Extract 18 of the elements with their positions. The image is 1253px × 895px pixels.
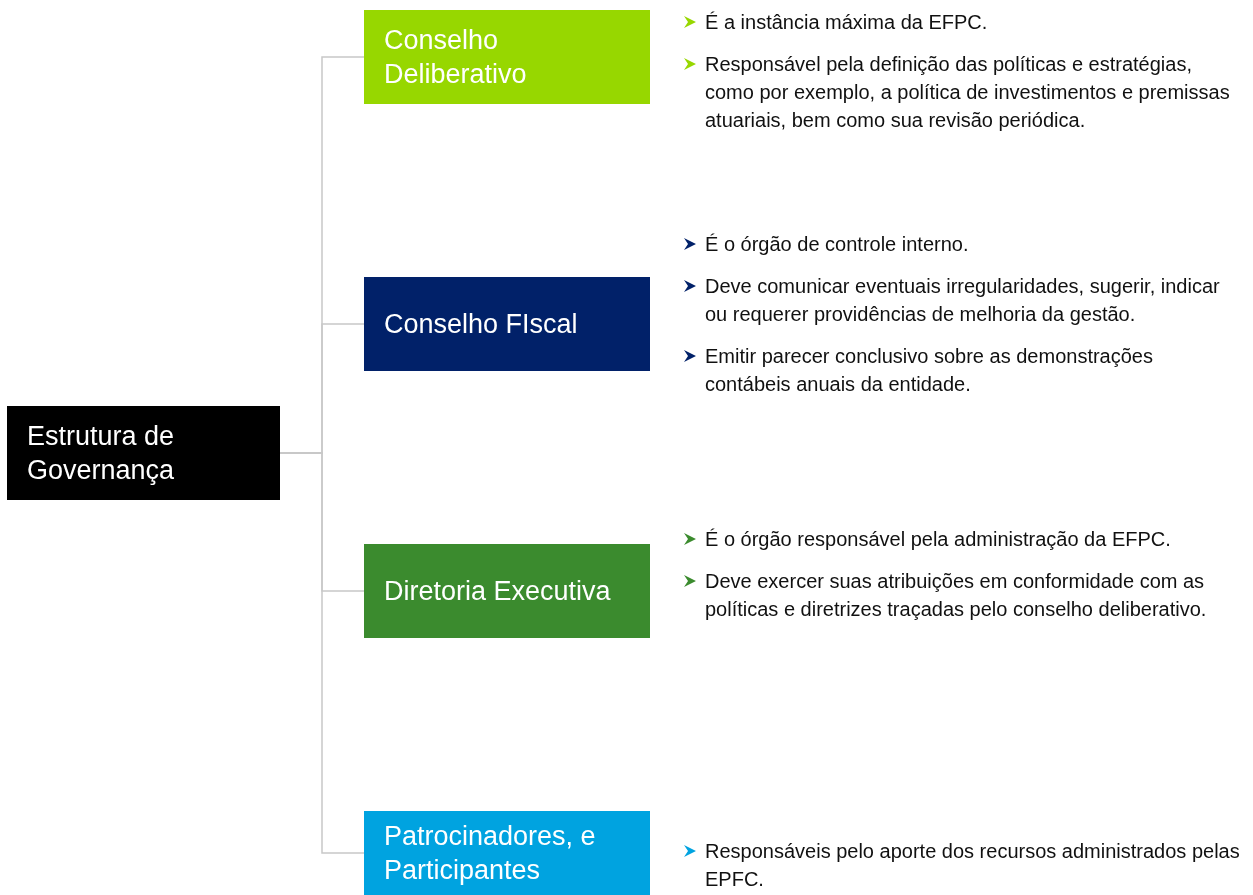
box-title: Diretoria Executiva [384, 575, 612, 608]
bullet-text: Responsáveis pelo aporte dos recursos administrados pelas EPFC. [705, 839, 1241, 892]
org-box [7, 406, 280, 500]
bullet-text: Deve comunicar eventuais irregularidades, sugerir, indicar ou requerer providências de melhoria da gestão. [705, 274, 1221, 327]
bullet-text: Deve exercer suas atribuições em conformidade com as políticas e diretrizes traçadas pelo conselho deliberativo. [705, 569, 1208, 622]
bullet-text: Responsável pela definição das políticas e estratégias, como por exemplo, a política de investimentos e premissas atuariais, bem como sua revisão periódica. [705, 52, 1231, 133]
box-title: Conselho Deliberativo [384, 24, 528, 91]
box-title: Estrutura de Governança [27, 420, 176, 487]
bullet-text: É a instância máxima da EFPC. [705, 10, 989, 35]
box-title: Patrocinadores, e Participantes [384, 820, 597, 887]
org-box [364, 544, 650, 638]
org-box [364, 10, 650, 104]
org-box [364, 277, 650, 371]
org-box [364, 811, 650, 895]
box-title: Conselho FIscal [384, 308, 579, 341]
bullet-text: É o órgão responsável pela administração da EFPC. [705, 527, 1172, 552]
bullet-text: Emitir parecer conclusivo sobre as demonstrações contábeis anuais da entidade. [705, 344, 1154, 397]
bullet-text: É o órgão de controle interno. [705, 232, 970, 257]
